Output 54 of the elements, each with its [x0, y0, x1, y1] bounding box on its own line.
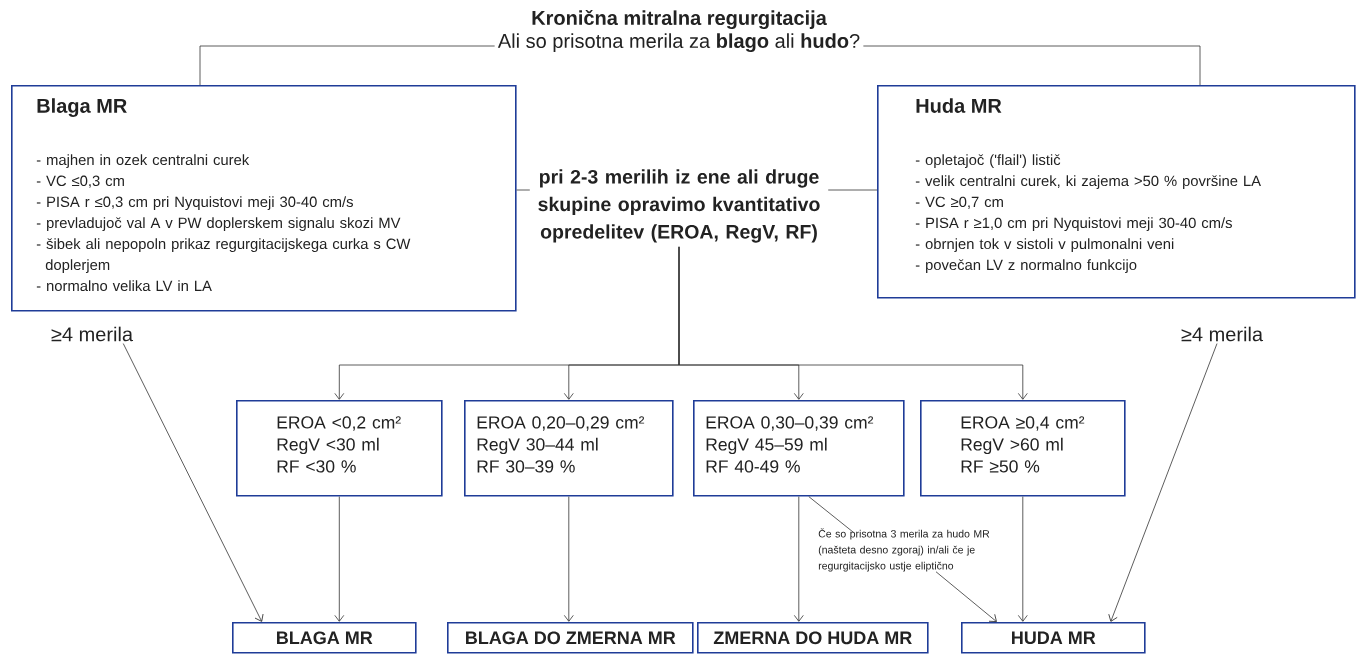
step-text: pri 2-3 merilih iz ene ali druge skupine opravimo kvantitativo opredelitev (EROA, RegV, RF) [538, 169, 820, 243]
connector-line [516, 189, 531, 191]
list-item: - VC ≥0,7 cm [915, 196, 1003, 209]
result-box: HUDA MR [961, 622, 1146, 654]
list-item: - PISA r ≤0,3 cm pri Nyquistovi meji 30-40 cm/s [36, 196, 353, 210]
criteria-count: ≥4 merila [1181, 326, 1264, 342]
list-item: - šibek ali nepopoln prikaz regurgitacijskega curka s CW doplerjem [36, 238, 411, 273]
threshold-line: RegV 45–59 ml [706, 437, 827, 455]
result-box: BLAGA DO ZMERNA MR [447, 622, 694, 654]
criteria-box [11, 85, 517, 312]
threshold-line: EROA ≥0,4 cm² [961, 416, 1085, 431]
arrow [1108, 343, 1218, 622]
threshold-line: EROA <0,2 cm² [277, 416, 401, 431]
list-item: - prevladujoč val A v PW doplerskem signalu skozi MV [36, 217, 401, 231]
threshold-line: RegV <30 ml [277, 437, 379, 455]
list-item: - VC ≤0,3 cm [36, 175, 124, 188]
threshold-box [920, 400, 1126, 497]
list-item: - PISA r ≥1,0 cm pri Nyquistovi meji 30-40 cm/s [915, 217, 1232, 232]
threshold-line: RegV 30–44 ml [477, 437, 598, 455]
threshold-box [236, 400, 443, 497]
title-text: Kronična mitralna regurgitacija Ali so prisotna merila za blago ali hudo? [497, 9, 860, 53]
list-item: - obrnjen tok v sistoli v pulmonalni veni [915, 238, 1174, 253]
threshold-line: RF <30 % [277, 460, 356, 473]
arrow [678, 246, 1028, 400]
criteria-count: ≥4 merila [51, 326, 134, 342]
arrow [935, 571, 997, 622]
threshold-line: RF ≥50 % [961, 460, 1040, 473]
threshold-line: RegV >60 ml [961, 437, 1063, 455]
box-heading: Huda MR [916, 98, 1002, 113]
criteria-box [877, 85, 1356, 299]
note-text: Če so prisotna 3 merila za hudo MR (našteta desno zgoraj) in/ali če je regurgitacijsko ustje eliptično [818, 528, 990, 572]
list-item: - opletajoč ('flail') listič [915, 154, 1061, 169]
threshold-box [464, 400, 674, 497]
threshold-box [693, 400, 905, 497]
connector-line [199, 45, 496, 86]
threshold-line: EROA 0,30–0,39 cm² [706, 416, 874, 431]
arrow [563, 496, 574, 622]
list-item: - velik centralni curek, ki zajema >50 % površine LA [915, 175, 1261, 190]
leader-line [808, 496, 854, 533]
arrow [793, 496, 804, 622]
result-box: ZMERNA DO HUDA MR [697, 622, 929, 654]
connector-line [827, 189, 878, 191]
arrow [1017, 496, 1028, 622]
list-item: - majhen in ozek centralni curek [36, 154, 250, 168]
threshold-line: EROA 0,20–0,29 cm² [477, 416, 645, 431]
list-item: - povečan LV z normalno funkcijo [915, 259, 1137, 274]
arrow [334, 496, 345, 622]
box-heading: Blaga MR [37, 98, 127, 117]
threshold-line: RF 30–39 % [477, 460, 575, 473]
arrow [122, 343, 264, 622]
connector-line [862, 45, 1201, 86]
threshold-line: RF 40-49 % [706, 460, 800, 473]
result-box: BLAGA MR [232, 622, 417, 654]
list-item: - normalno velika LV in LA [36, 280, 212, 292]
